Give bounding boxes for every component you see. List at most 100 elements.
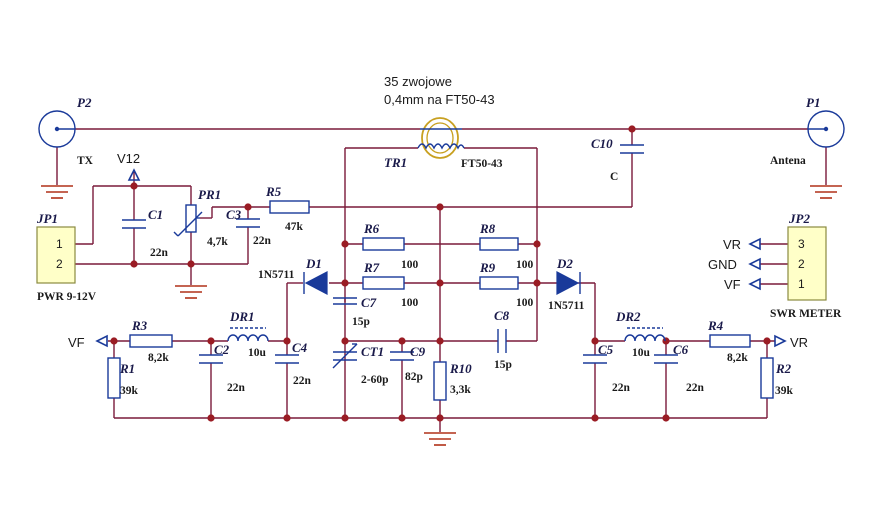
label-dr2-value: 10u [632, 347, 651, 359]
label-c3-value: 22n [253, 235, 272, 247]
label-vr-right: VR [790, 335, 808, 350]
ground-icon [175, 285, 207, 299]
label-ct1-value: 2-60p [361, 374, 388, 386]
label-r6-value: 100 [401, 297, 419, 309]
label-c3: C3 [226, 207, 242, 222]
trimmer-capacitor-ct1-icon [332, 343, 358, 369]
transformer-tr1-icon [417, 117, 465, 159]
resistor-r3-icon [129, 334, 173, 348]
label-r1: R1 [119, 361, 135, 376]
label-d1-value: 1N5711 [258, 269, 295, 281]
label-r8: R8 [479, 221, 496, 236]
label-tr1-value: FT50-43 [461, 158, 503, 170]
label-tr1: TR1 [384, 155, 407, 170]
connector-p2-icon [38, 110, 76, 148]
port-vf-left-icon [95, 334, 108, 348]
label-jp2-name: SWR METER [770, 308, 842, 320]
junctions [110, 125, 771, 422]
capacitor-c4-icon [275, 354, 299, 364]
label-v12: V12 [117, 151, 140, 166]
label-c10-value: C [610, 171, 618, 183]
label-jp2: JP2 [788, 211, 810, 226]
diode-d2-icon [556, 271, 581, 295]
label-d1: D1 [305, 256, 322, 271]
label-c5-value: 22n [612, 382, 631, 394]
label-c5: C5 [598, 342, 614, 357]
capacitor-c5-icon [583, 354, 607, 364]
label-r2-value: 39k [775, 385, 794, 397]
label-p2: P2 [77, 95, 92, 110]
label-c8: C8 [494, 308, 510, 323]
label-r5: R5 [265, 184, 282, 199]
resistor-r8-icon [479, 237, 519, 251]
label-c9-value: 82p [405, 371, 423, 383]
label-d2: D2 [556, 256, 573, 271]
label-jp2-pin3: 3 [798, 237, 805, 251]
label-c8-value: 15p [494, 359, 512, 371]
label-jp2-pin1: 1 [798, 277, 805, 291]
label-c10: C10 [591, 136, 613, 151]
header-jp2 [787, 226, 827, 301]
label-tx: TX [77, 155, 94, 167]
label-r4: R4 [707, 318, 724, 333]
label-jp1-name: PWR 9-12V [37, 291, 97, 303]
label-dr1: DR1 [229, 309, 255, 324]
resistor-r9-icon [479, 276, 519, 290]
label-r2: R2 [775, 361, 792, 376]
label-dr2: DR2 [615, 309, 641, 324]
capacitor-c2-icon [199, 354, 223, 364]
capacitor-c1-icon [122, 219, 146, 229]
resistor-r1-icon [107, 357, 121, 399]
port-vr-right-icon [774, 334, 787, 348]
ground-icon [810, 185, 842, 199]
label-r7-value: 100 [401, 259, 419, 271]
label-r4-value: 8,2k [727, 352, 748, 364]
resistor-r10-icon [433, 361, 447, 401]
label-jp1-pin2: 2 [56, 257, 63, 271]
label-d2-value: 1N5711 [548, 300, 585, 312]
label-c7: C7 [361, 295, 377, 310]
winding-note-line1: 35 zwojowe [384, 74, 452, 89]
label-r9: R9 [479, 260, 496, 275]
label-r5-value: 47k [285, 221, 304, 233]
capacitor-c8-icon [497, 329, 507, 353]
capacitor-c7-icon [333, 297, 357, 305]
winding-note-line2: 0,4mm na FT50-43 [384, 92, 495, 107]
connector-p1-icon [807, 110, 845, 148]
ground-icon [41, 185, 73, 199]
label-ct1: CT1 [361, 344, 384, 359]
label-jp2-vr: VR [723, 237, 741, 252]
potentiometer-pr1-icon [173, 204, 203, 237]
label-c7-value: 15p [352, 316, 370, 328]
inductor-dr2-icon [624, 327, 666, 342]
label-pr1: PR1 [198, 187, 221, 202]
label-jp2-pin2: 2 [798, 257, 805, 271]
label-p1: P1 [806, 95, 820, 110]
label-r8-value: 100 [516, 259, 534, 271]
label-c6: C6 [673, 342, 689, 357]
label-c2: C2 [214, 342, 230, 357]
ground-icon [424, 432, 456, 446]
power-v12-icon [127, 168, 141, 181]
capacitor-c3-icon [236, 218, 260, 228]
label-r3-value: 8,2k [148, 352, 169, 364]
label-r3: R3 [131, 318, 148, 333]
label-jp1-pin1: 1 [56, 237, 63, 251]
resistor-r6-icon [362, 237, 405, 251]
label-r10-value: 3,3k [450, 384, 471, 396]
label-vf-left: VF [68, 335, 85, 350]
label-c1-value: 22n [150, 247, 169, 259]
label-c6-value: 22n [686, 382, 705, 394]
port-jp2-vr-icon [748, 237, 761, 251]
label-pr1-value: 4,7k [207, 236, 228, 248]
diode-d1-icon [303, 271, 328, 295]
header-jp1 [36, 226, 76, 284]
resistor-r2-icon [760, 357, 774, 399]
label-r10: R10 [449, 361, 472, 376]
label-dr1-value: 10u [248, 347, 267, 359]
label-c4: C4 [292, 340, 308, 355]
label-c1: C1 [148, 207, 163, 222]
label-r6: R6 [363, 221, 380, 236]
resistor-r7-icon [362, 276, 405, 290]
